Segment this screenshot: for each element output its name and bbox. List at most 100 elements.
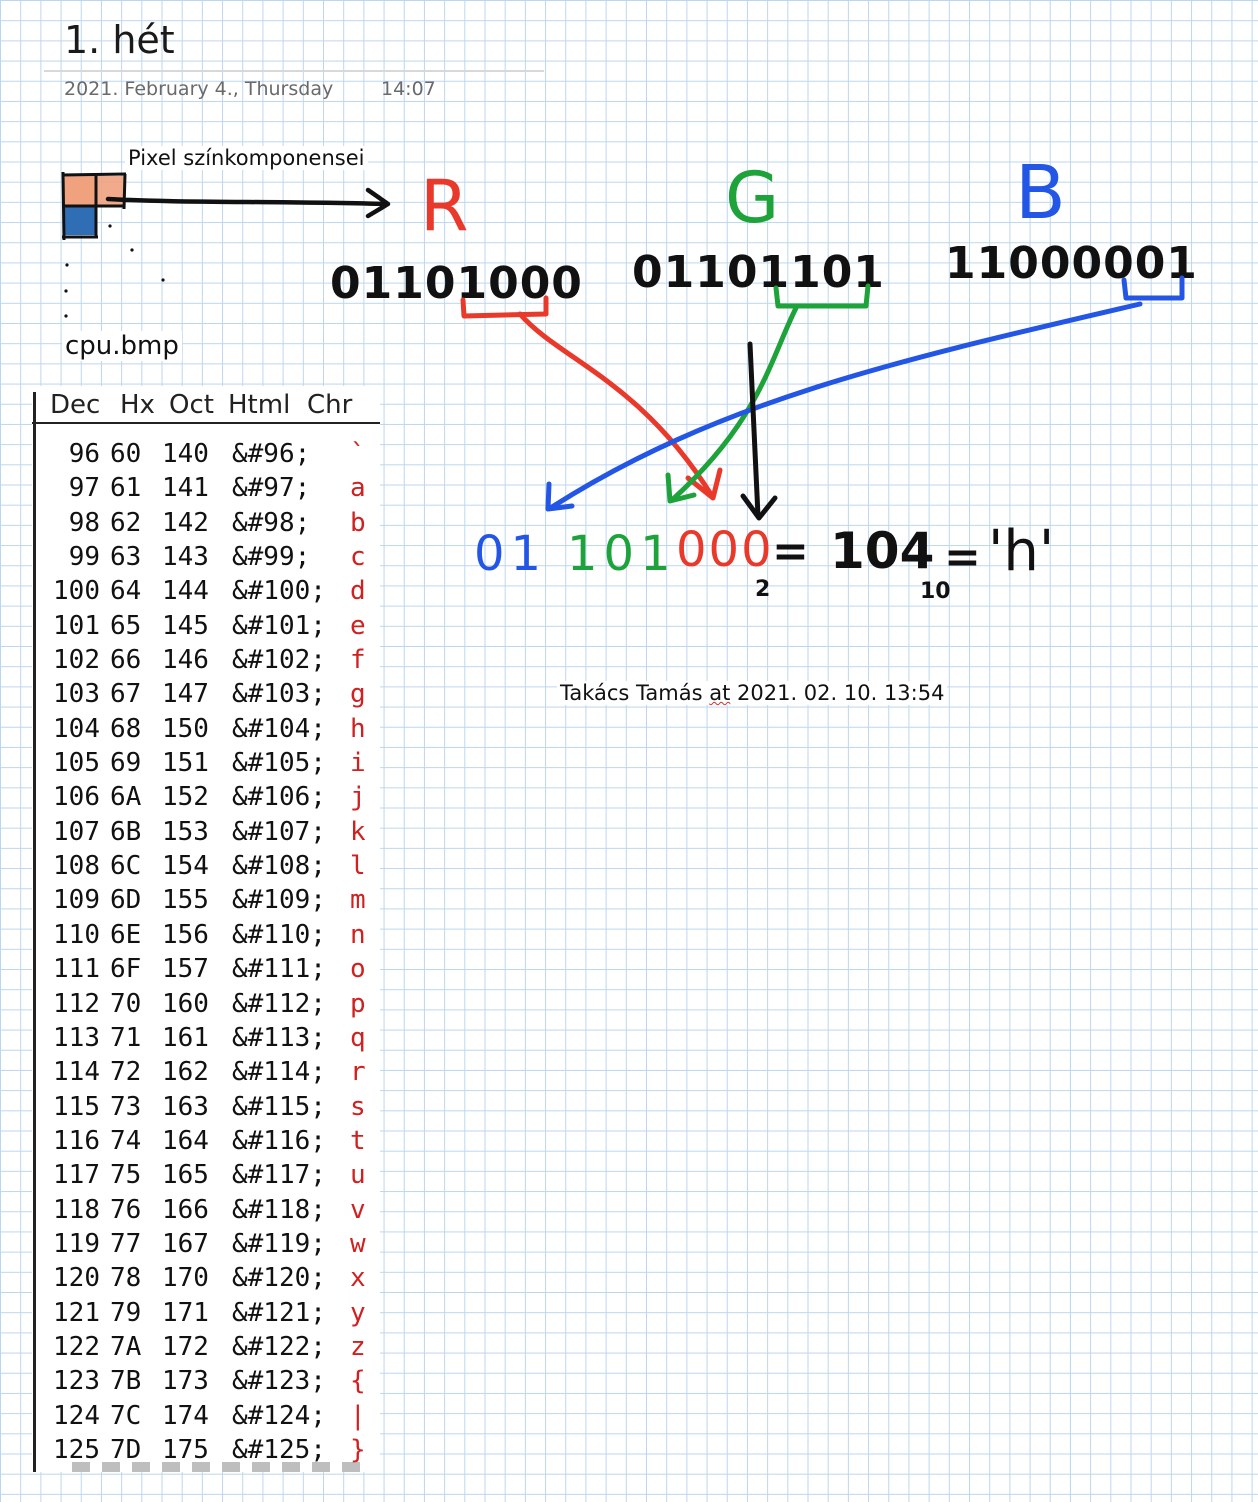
ascii-dec-cell: 117 (53, 1160, 100, 1191)
ascii-hex-cell: 69 (110, 748, 142, 779)
ascii-dec-cell: 113 (53, 1022, 100, 1053)
ascii-chr-cell: a (350, 473, 366, 504)
ascii-html-cell: &#122; (232, 1331, 326, 1362)
g-bit-string: 01101101 (632, 247, 885, 298)
ascii-header-hx: Hx (120, 390, 155, 420)
ascii-hex-cell: 7B (110, 1366, 142, 1397)
ascii-hex-cell: 6B (110, 816, 142, 847)
ascii-oct-cell: 155 (162, 885, 209, 916)
ascii-oct-cell: 172 (162, 1331, 209, 1362)
ascii-chr-cell: h (350, 713, 366, 744)
ascii-dec-cell: 104 (53, 713, 100, 744)
ascii-chr-cell: w (350, 1228, 366, 1259)
ascii-hex-cell: 6D (110, 885, 142, 916)
black-down-arrow (740, 341, 778, 521)
ascii-hex-cell: 77 (110, 1228, 142, 1259)
ascii-hex-cell: 71 (110, 1022, 142, 1053)
ascii-dec-cell: 110 (53, 919, 100, 950)
ascii-oct-cell: 141 (162, 473, 209, 504)
ascii-chr-cell: l (350, 851, 366, 882)
ascii-oct-cell: 144 (162, 576, 209, 607)
ascii-dec-cell: 109 (53, 885, 100, 916)
base-two-subscript: 2 (755, 577, 770, 602)
ascii-dec-cell: 97 (68, 473, 100, 504)
ascii-html-cell: &#103; (232, 679, 326, 710)
ascii-html-cell: &#104; (232, 713, 326, 744)
ascii-oct-cell: 163 (162, 1091, 209, 1122)
ascii-oct-cell: 170 (162, 1263, 209, 1294)
page-title[interactable]: 1. hét (64, 18, 175, 62)
pixel-dot-6 (64, 314, 68, 318)
result-blue-bits: 01 (474, 526, 547, 582)
ascii-html-cell: &#118; (232, 1194, 326, 1225)
ascii-chr-cell: m (350, 885, 366, 916)
ascii-dec-cell: 112 (53, 988, 100, 1019)
ascii-oct-cell: 171 (162, 1297, 209, 1328)
ascii-html-cell: &#115; (232, 1091, 326, 1122)
ascii-dec-cell: 119 (53, 1228, 100, 1259)
ascii-chr-cell: j (350, 782, 366, 813)
pixel-dot-3 (65, 263, 69, 267)
ascii-oct-cell: 152 (162, 782, 209, 813)
ascii-html-cell: &#100; (232, 576, 326, 607)
ascii-dec-cell: 125 (53, 1434, 100, 1465)
title-divider (44, 70, 544, 72)
ascii-chr-cell: u (350, 1160, 366, 1191)
result-green-bits: 101 (567, 526, 677, 582)
ascii-html-cell: &#98; (232, 507, 311, 538)
ascii-chr-cell: e (350, 610, 366, 641)
ascii-header-dec: Dec (50, 390, 101, 420)
ascii-dec-cell: 124 (53, 1400, 100, 1431)
ascii-hex-cell: 62 (110, 507, 142, 538)
ascii-table-header: Dec Hx Oct Html Chr (32, 386, 380, 424)
decimal-value: 104 (830, 522, 934, 580)
ascii-oct-cell: 142 (162, 507, 209, 538)
ascii-chr-cell: d (350, 576, 366, 607)
ascii-hex-cell: 76 (110, 1194, 142, 1225)
ascii-hex-cell: 75 (110, 1160, 142, 1191)
ascii-dec-cell: 106 (53, 782, 100, 813)
pixel-caption[interactable]: Pixel színkomponensei (125, 146, 368, 170)
ascii-hex-cell: 6A (110, 782, 142, 813)
ascii-html-cell: &#111; (232, 954, 326, 985)
ascii-dec-cell: 120 (53, 1263, 100, 1294)
ascii-html-cell: &#97; (232, 473, 311, 504)
ascii-header-oct: Oct (169, 390, 214, 420)
ascii-dec-cell: 118 (53, 1194, 100, 1225)
ascii-html-cell: &#121; (232, 1297, 326, 1328)
ascii-chr-cell: f (350, 645, 366, 676)
ascii-html-cell: &#102; (232, 645, 326, 676)
ascii-html-cell: &#114; (232, 1057, 326, 1088)
ascii-oct-cell: 174 (162, 1400, 209, 1431)
filename-label[interactable]: cpu.bmp (62, 331, 182, 361)
pixel-dot-1 (108, 224, 112, 228)
ascii-html-cell: &#116; (232, 1125, 326, 1156)
ascii-dec-cell: 101 (53, 610, 100, 641)
ascii-hex-cell: 73 (110, 1091, 142, 1122)
ascii-chr-cell: b (350, 507, 366, 538)
ascii-html-cell: &#119; (232, 1228, 326, 1259)
ascii-hex-cell: 6F (110, 954, 142, 985)
ascii-oct-cell: 173 (162, 1366, 209, 1397)
ascii-dec-cell: 103 (53, 679, 100, 710)
ascii-html-cell: &#107; (232, 816, 326, 847)
ascii-chr-cell: v (350, 1194, 366, 1225)
ascii-chr-cell: s (350, 1091, 366, 1122)
ascii-table-cutoff (72, 1462, 372, 1472)
ascii-oct-cell: 146 (162, 645, 209, 676)
author-stamp[interactable]: Takács Tamás at 2021. 02. 10. 13:54 (557, 681, 948, 705)
ascii-oct-cell: 161 (162, 1022, 209, 1053)
ascii-chr-cell: z (350, 1331, 366, 1362)
ascii-oct-cell: 162 (162, 1057, 209, 1088)
ascii-dec-cell: 122 (53, 1331, 100, 1362)
